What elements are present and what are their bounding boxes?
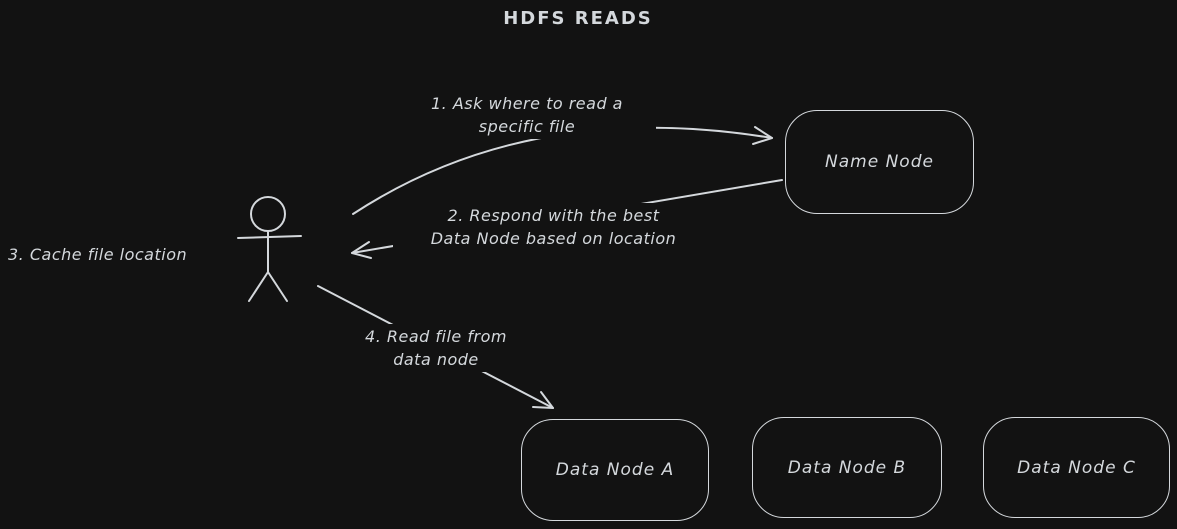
diagram-title: HDFS READS [503,8,653,29]
step-4-label: 4. Read file from data node [333,324,539,372]
data-node-c-box: Data Node C [983,417,1170,518]
step-3-label: 3. Cache file location [5,242,236,267]
data-node-a-label: Data Node A [555,460,675,480]
name-node-label: Name Node [825,152,934,172]
step-2-label: 2. Respond with the best Data Node based… [393,203,714,251]
step-1-label: 1. Ask where to read a specific file [398,91,656,139]
name-node-box: Name Node [785,110,974,214]
arrow-step-1 [352,126,773,215]
data-node-a-box: Data Node A [521,419,709,521]
data-node-c-label: Data Node C [1017,457,1136,478]
data-node-b-box: Data Node B [752,417,942,518]
stick-figure-person-icon [237,196,302,302]
data-node-b-label: Data Node B [787,457,907,478]
